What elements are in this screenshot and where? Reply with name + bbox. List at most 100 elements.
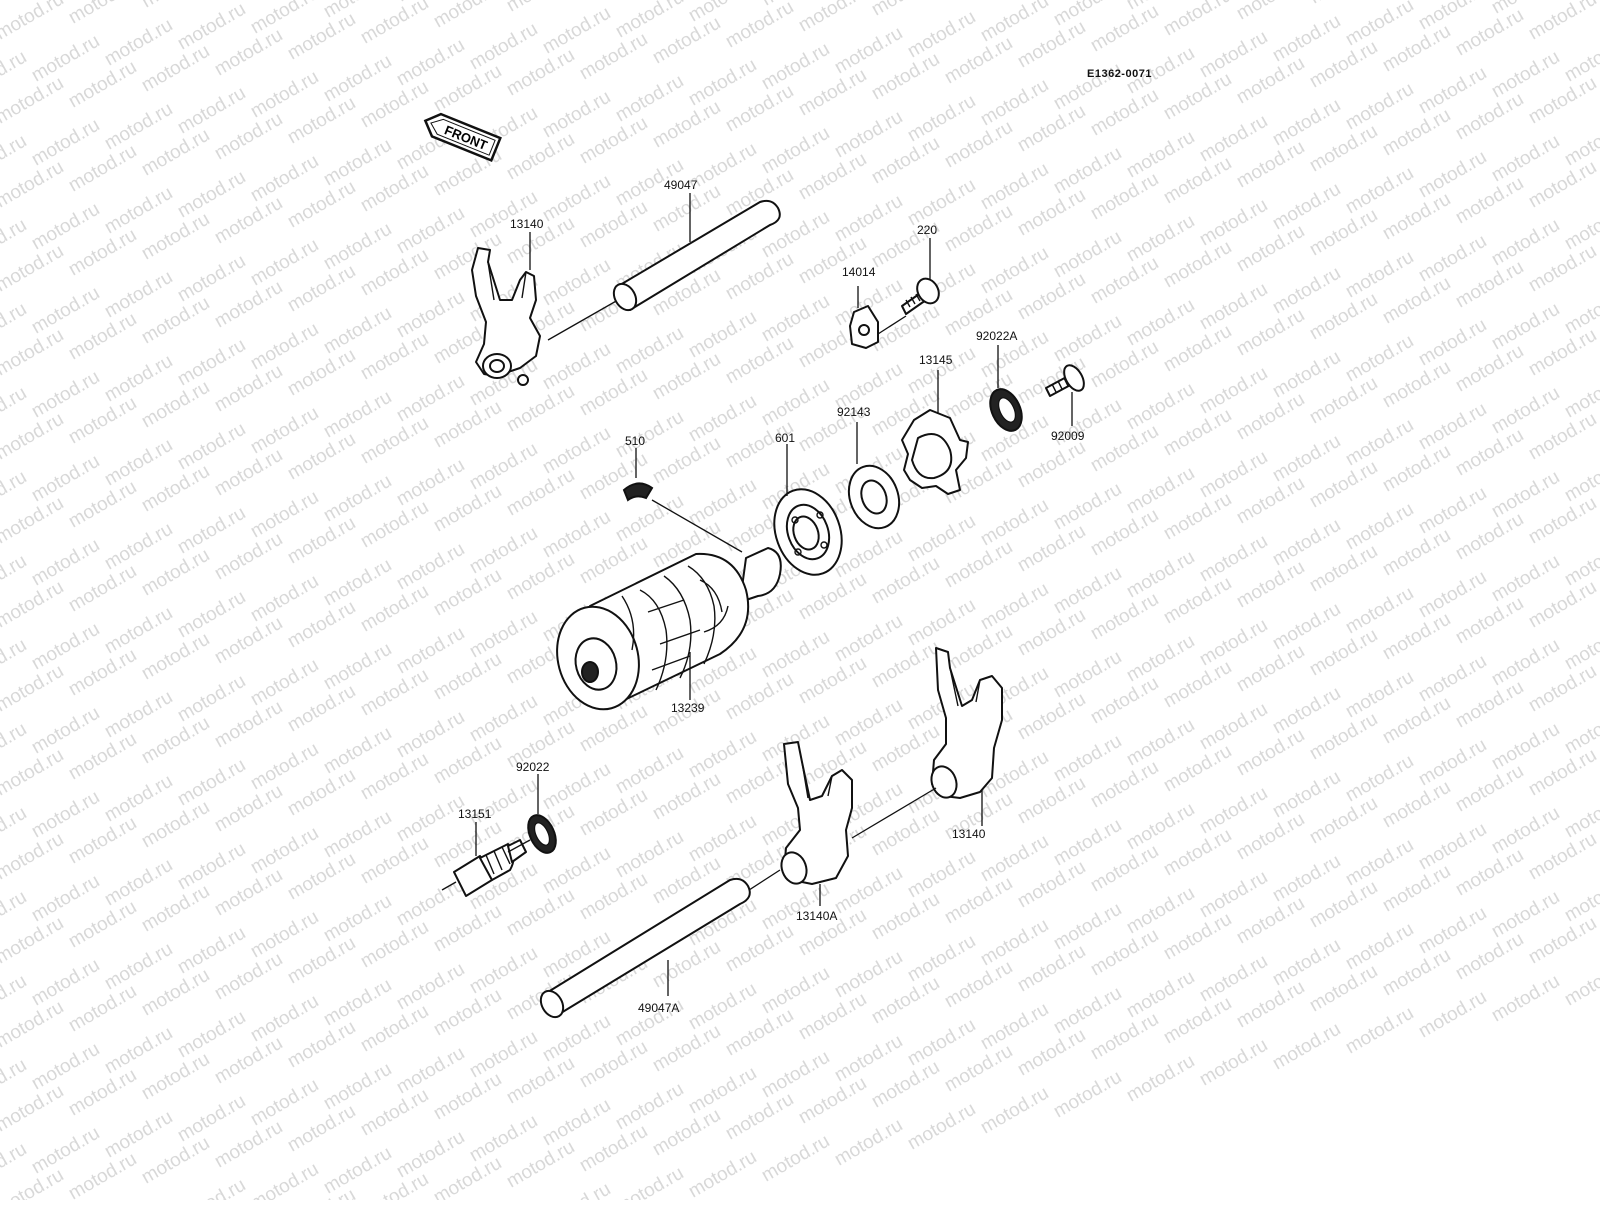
- watermark-text: motod.ru: [357, 833, 432, 889]
- watermark-text: motod.ru: [65, 1065, 140, 1121]
- watermark-text: motod.ru: [1488, 467, 1563, 523]
- watermark-text: motod.ru: [1525, 745, 1600, 801]
- watermark-text: motod.ru: [1269, 851, 1344, 907]
- watermark-text: motod.ru: [466, 523, 541, 579]
- watermark-text: motod.ru: [101, 183, 176, 239]
- watermark-text: motod.ru: [649, 1105, 724, 1161]
- watermark-text: motod.ru: [539, 759, 614, 815]
- watermark-text: motod.ru: [1488, 719, 1563, 775]
- watermark-text: motod.ru: [320, 135, 395, 191]
- watermark-text: motod.ru: [1452, 677, 1527, 733]
- watermark-text: motod.ru: [612, 323, 687, 379]
- watermark-text: motod.ru: [1415, 819, 1490, 875]
- watermark-text: motod.ru: [211, 361, 286, 417]
- watermark-text: motod.ru: [1306, 793, 1381, 849]
- collar-92143: [841, 459, 908, 536]
- watermark-text: motod.ru: [28, 199, 103, 255]
- watermark-text: motod.ru: [503, 45, 578, 101]
- watermark-text: motod.ru: [284, 9, 359, 65]
- watermark-text: motod.ru: [430, 1153, 505, 1200]
- watermark-text: motod.ru: [1306, 205, 1381, 261]
- watermark-text: motod.ru: [503, 465, 578, 521]
- watermark-text: motod.ru: [174, 503, 249, 559]
- watermark-text: motod.ru: [284, 765, 359, 821]
- watermark-text: motod.ru: [0, 1081, 67, 1137]
- watermark-text: motod.ru: [503, 0, 578, 16]
- watermark-text: motod.ru: [174, 0, 249, 54]
- watermark-text: motod.ru: [1050, 227, 1125, 283]
- watermark-text: motod.ru: [795, 0, 870, 36]
- watermark-text: motod.ru: [1196, 783, 1271, 839]
- watermark-text: motod.ru: [284, 849, 359, 905]
- watermark-text: motod.ru: [1342, 919, 1417, 975]
- watermark-text: motod.ru: [138, 713, 213, 769]
- watermark-text: motod.ru: [28, 955, 103, 1011]
- watermark-text: motod.ru: [1014, 857, 1089, 913]
- watermark-text: motod.ru: [1342, 415, 1417, 471]
- watermark-text: motod.ru: [1525, 913, 1600, 969]
- watermark-text: motod.ru: [1269, 599, 1344, 655]
- watermark-text: motod.ru: [1561, 367, 1600, 423]
- watermark-text: motod.ru: [1160, 909, 1235, 965]
- watermark-text: motod.ru: [1196, 867, 1271, 923]
- watermark-text: motod.ru: [247, 991, 322, 1047]
- watermark-text: motod.ru: [0, 803, 30, 859]
- watermark-text: motod.ru: [65, 393, 140, 449]
- watermark-text: motod.ru: [101, 15, 176, 71]
- watermark-text: motod.ru: [174, 587, 249, 643]
- watermark-text: motod.ru: [138, 797, 213, 853]
- watermark-text: motod.ru: [65, 561, 140, 617]
- watermark-text: motod.ru: [1561, 787, 1600, 843]
- watermark-text: motod.ru: [977, 159, 1052, 215]
- watermark-text: motod.ru: [138, 293, 213, 349]
- watermark-text: motod.ru: [211, 277, 286, 333]
- watermark-text: motod.ru: [211, 193, 286, 249]
- shift-drum: [546, 548, 781, 719]
- watermark-text: motod.ru: [138, 125, 213, 181]
- watermark-text: motod.ru: [320, 807, 395, 863]
- watermark-text: motod.ru: [904, 595, 979, 651]
- watermark-text: motod.ru: [1269, 935, 1344, 991]
- watermark-text: motod.ru: [211, 865, 286, 921]
- watermark-text: motod.ru: [211, 109, 286, 165]
- watermark-text: motod.ru: [941, 873, 1016, 929]
- watermark-text: motod.ru: [1196, 111, 1271, 167]
- watermark-text: motod.ru: [1342, 499, 1417, 555]
- watermark-text: motod.ru: [101, 351, 176, 407]
- watermark-text: motod.ru: [868, 721, 943, 777]
- watermark-text: motod.ru: [1561, 955, 1600, 1011]
- watermark-text: motod.ru: [1269, 179, 1344, 235]
- watermark-text: motod.ru: [1196, 363, 1271, 419]
- watermark-text: motod.ru: [1014, 101, 1089, 157]
- watermark-text: motod.ru: [211, 613, 286, 669]
- label-pin-plate: 13145: [919, 353, 953, 367]
- watermark-text: motod.ru: [393, 1043, 468, 1099]
- watermark-text: motod.ru: [320, 0, 395, 22]
- watermark-text: motod.ru: [1050, 479, 1125, 535]
- watermark-text: motod.ru: [28, 115, 103, 171]
- watermark-text: motod.ru: [1014, 17, 1089, 73]
- watermark-text: motod.ru: [576, 197, 651, 253]
- watermark-text: motod.ru: [0, 467, 30, 523]
- watermark-text: motod.ru: [357, 497, 432, 553]
- watermark-text: motod.ru: [1269, 767, 1344, 823]
- watermark-text: motod.ru: [941, 33, 1016, 89]
- watermark-text: motod.ru: [466, 1111, 541, 1167]
- watermark-text: motod.ru: [1123, 463, 1198, 519]
- watermark-text: motod.ru: [174, 1091, 249, 1147]
- stopper-plate: [850, 306, 878, 348]
- watermark-text: motod.ru: [904, 847, 979, 903]
- watermark-text: motod.ru: [247, 151, 322, 207]
- watermark-text: motod.ru: [357, 245, 432, 301]
- watermark-text: motod.ru: [941, 117, 1016, 173]
- watermark-text: motod.ru: [612, 407, 687, 463]
- watermark-text: motod.ru: [247, 319, 322, 375]
- watermark-text: motod.ru: [503, 549, 578, 605]
- watermark-text: motod.ru: [868, 0, 943, 20]
- watermark-text: motod.ru: [466, 607, 541, 663]
- watermark-text: motod.ru: [320, 723, 395, 779]
- watermark-text: motod.ru: [1233, 893, 1308, 949]
- watermark-text: motod.ru: [977, 915, 1052, 971]
- watermark-text: motod.ru: [1379, 273, 1454, 329]
- watermark-text: motod.ru: [101, 855, 176, 911]
